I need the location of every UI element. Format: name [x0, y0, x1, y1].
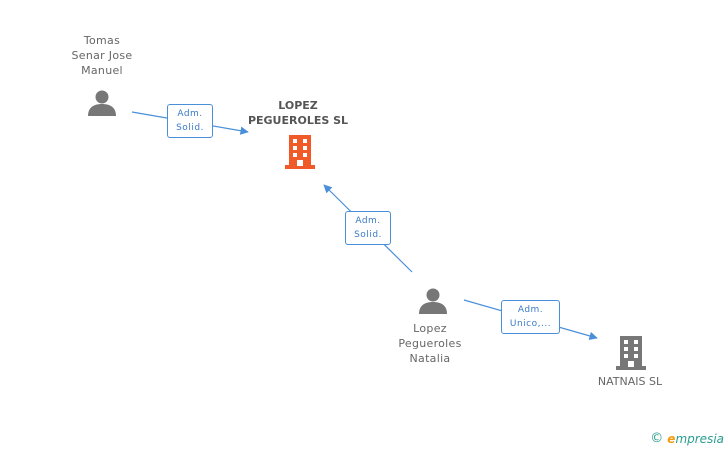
- role-badge-tomas-lopez-pegueroles[interactable]: Adm. Solid.: [167, 104, 213, 138]
- role-line: Unico,...: [509, 319, 552, 329]
- footer-brand: © empresia: [650, 431, 724, 446]
- company-name-line: PEGUEROLES SL: [247, 114, 349, 127]
- company-name-line: NATNAIS SL: [597, 375, 663, 388]
- brand-logo[interactable]: empresia: [667, 432, 724, 446]
- role-line: Adm.: [355, 216, 381, 226]
- person-icon[interactable]: [87, 89, 117, 117]
- person-name-line: Senar Jose: [71, 49, 133, 62]
- person-name-line: Natalia: [409, 352, 451, 365]
- person-name-line: Manuel: [81, 64, 123, 77]
- person-label-natalia[interactable]: Lopez Pegueroles Natalia: [378, 321, 482, 366]
- company-label-lopez-pegueroles[interactable]: LOPEZ PEGUEROLES SL: [236, 98, 360, 128]
- brand-name: mpresia: [675, 431, 724, 446]
- role-line: Solid.: [176, 123, 204, 133]
- company-name-line: LOPEZ: [278, 99, 318, 112]
- person-label-tomas[interactable]: Tomas Senar Jose Manuel: [50, 33, 154, 78]
- role-line: Solid.: [354, 230, 382, 240]
- person-name-line: Tomas: [83, 34, 121, 47]
- company-label-natnais[interactable]: NATNAIS SL: [580, 374, 680, 389]
- role-badge-natalia-lopez-pegueroles[interactable]: Adm. Solid.: [345, 211, 391, 245]
- role-badge-natalia-natnais[interactable]: Adm. Unico,...: [501, 300, 560, 334]
- person-name-line: Lopez: [413, 322, 447, 335]
- person-icon[interactable]: [418, 287, 448, 315]
- building-icon[interactable]: [284, 134, 316, 170]
- building-icon[interactable]: [615, 335, 647, 371]
- copyright-icon: ©: [650, 431, 664, 446]
- brand-initial: e: [667, 431, 676, 446]
- person-name-line: Pegueroles: [398, 337, 462, 350]
- role-line: Adm.: [517, 305, 544, 315]
- role-line: Adm.: [177, 109, 203, 119]
